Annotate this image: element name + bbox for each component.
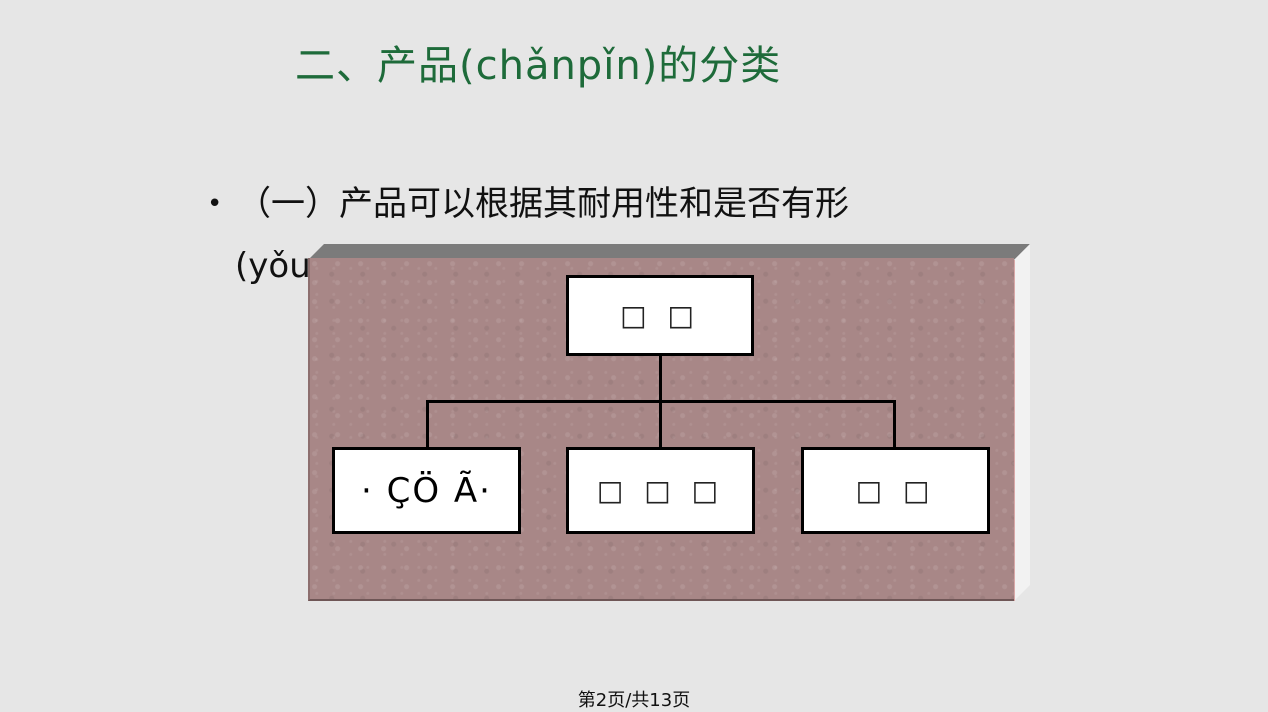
bullet-item: • （一）产品可以根据其耐用性和是否有形 <box>207 180 849 228</box>
panel-top-bevel <box>308 244 1030 260</box>
root-node-label: □ □ <box>620 299 700 332</box>
child-node-3-label: □ □ <box>855 474 936 507</box>
bullet-dot: • <box>207 189 223 219</box>
diagram-panel: □ □ · ÇÖ Ã· □ □ □ □ □ <box>308 244 1030 601</box>
page-number: 第2页/共13页 <box>577 690 691 711</box>
connector-right-drop <box>893 400 896 450</box>
diagram-background: □ □ · ÇÖ Ã· □ □ □ □ □ <box>308 258 1014 601</box>
diagram-child-node-1: · ÇÖ Ã· <box>332 447 521 534</box>
connector-left-drop <box>426 400 429 450</box>
child-node-2-label: □ □ □ <box>596 474 725 507</box>
panel-right-bevel <box>1014 244 1030 601</box>
slide-title: 二、产品(chǎnpǐn)的分类 <box>295 43 782 89</box>
connector-root-stem <box>659 354 662 400</box>
diagram-root-node: □ □ <box>566 275 754 356</box>
child-node-1-label: · ÇÖ Ã· <box>361 470 492 511</box>
connector-center-drop <box>659 400 662 450</box>
diagram-child-node-3: □ □ <box>801 447 990 534</box>
bullet-text-line1: （一）产品可以根据其耐用性和是否有形 <box>237 184 849 224</box>
diagram-child-node-2: □ □ □ <box>566 447 755 534</box>
bullet-text-line2: (yǒu <box>235 246 311 286</box>
